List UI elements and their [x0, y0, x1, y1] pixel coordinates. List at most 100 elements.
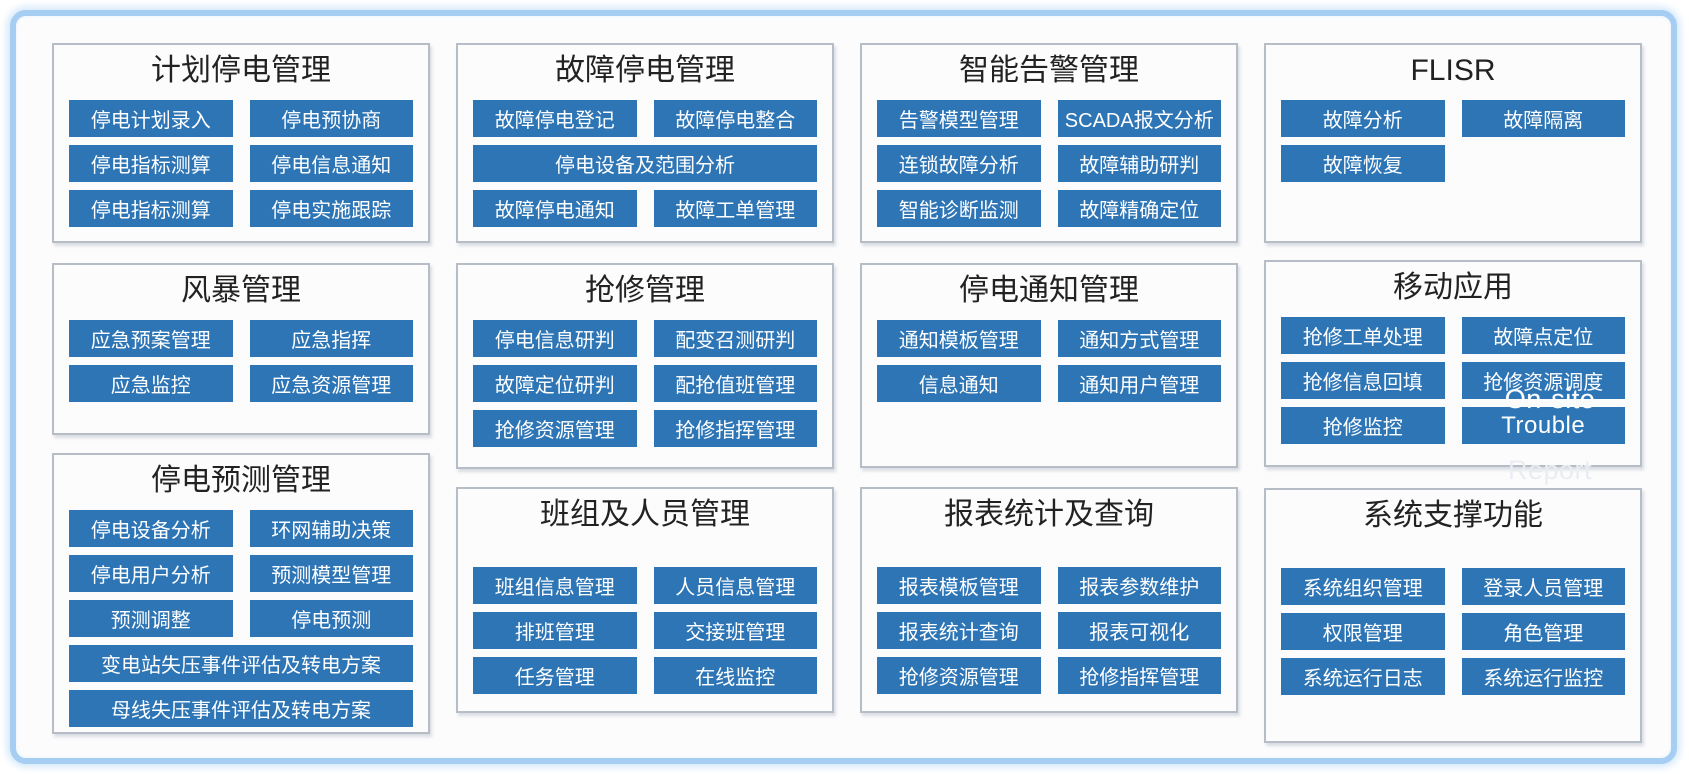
module-button[interactable]: 故障精确定位 — [1057, 190, 1221, 227]
module-button[interactable]: 故障定位研判 — [473, 365, 637, 402]
module-button[interactable]: 故障点定位 — [1461, 317, 1625, 354]
module-button[interactable]: 故障停电登记 — [473, 100, 637, 137]
module-button[interactable]: 抢修指挥管理 — [653, 410, 817, 447]
module-button[interactable]: 抢修监控 — [1281, 407, 1445, 444]
module-button[interactable]: 应急监控 — [69, 365, 233, 402]
module-button[interactable]: 报表可视化 — [1057, 612, 1221, 649]
module-button[interactable]: 报表统计查询 — [877, 612, 1041, 649]
module-button[interactable]: 预测模型管理 — [249, 555, 413, 592]
module-button[interactable]: SCADA报文分析 — [1057, 100, 1221, 137]
panel-title: 抢修管理 — [585, 274, 705, 307]
column-1: 计划停电管理 停电计划录入 停电预协商 停电指标测算 停电信息通知 停电指标测算… — [52, 43, 430, 734]
module-button[interactable]: 排班管理 — [473, 612, 637, 649]
button-group: 故障分析 故障隔离 故障恢复 — [1266, 100, 1640, 182]
panel-title: 停电通知管理 — [959, 274, 1139, 307]
module-button[interactable]: 停电设备及范围分析 — [473, 145, 817, 182]
module-button[interactable]: 应急资源管理 — [249, 365, 413, 402]
module-button[interactable]: 停电预测 — [249, 600, 413, 637]
module-button[interactable]: 人员信息管理 — [653, 567, 817, 604]
panel-fault-outage-mgmt: 故障停电管理 故障停电登记 故障停电整合 停电设备及范围分析 故障停电通知 故障… — [456, 43, 834, 243]
module-button[interactable]: 报表模板管理 — [877, 567, 1041, 604]
button-group: 停电信息研判 配变召测研判 故障定位研判 配抢值班管理 抢修资源管理 抢修指挥管… — [458, 320, 832, 447]
module-button[interactable]: 抢修资源调度 — [1461, 362, 1625, 399]
module-button[interactable]: 抢修信息回填 — [1281, 362, 1445, 399]
panel-title: 移动应用 — [1393, 271, 1513, 304]
module-button[interactable]: 系统运行监控 — [1461, 658, 1625, 695]
module-button[interactable]: 故障辅助研判 — [1057, 145, 1221, 182]
module-button[interactable]: 抢修资源管理 — [877, 657, 1041, 694]
module-button[interactable]: 停电指标测算 — [69, 190, 233, 227]
module-button[interactable]: 停电信息研判 — [473, 320, 637, 357]
panel-title: 报表统计及查询 — [944, 498, 1154, 531]
module-button[interactable]: 系统组织管理 — [1281, 568, 1445, 605]
panel-smart-alarm-mgmt: 智能告警管理 告警模型管理 SCADA报文分析 连锁故障分析 故障辅助研判 智能… — [860, 43, 1238, 243]
module-button[interactable]: 通知用户管理 — [1057, 365, 1221, 402]
module-button[interactable]: 故障停电整合 — [653, 100, 817, 137]
button-group: 抢修工单处理 故障点定位 抢修信息回填 抢修资源调度 抢修监控 Trouble — [1266, 317, 1640, 444]
module-button[interactable]: 停电用户分析 — [69, 555, 233, 592]
module-button[interactable]: 预测调整 — [69, 600, 233, 637]
button-group: 班组信息管理 人员信息管理 排班管理 交接班管理 任务管理 在线监控 — [458, 567, 832, 694]
module-button[interactable]: 班组信息管理 — [473, 567, 637, 604]
panel-title: 风暴管理 — [181, 274, 301, 307]
module-button[interactable]: 故障停电通知 — [473, 190, 637, 227]
panel-title: FLISR — [1410, 54, 1496, 87]
module-button[interactable]: 故障恢复 — [1281, 145, 1445, 182]
panel-team-personnel-mgmt: 班组及人员管理 班组信息管理 人员信息管理 排班管理 交接班管理 任务管理 在线… — [456, 487, 834, 713]
panel-title: 故障停电管理 — [555, 54, 735, 87]
module-button[interactable]: 停电实施跟踪 — [249, 190, 413, 227]
module-button[interactable]: 角色管理 — [1461, 613, 1625, 650]
module-button[interactable]: 告警模型管理 — [877, 100, 1041, 137]
module-button[interactable]: 抢修资源管理 — [473, 410, 637, 447]
module-button[interactable]: 故障分析 — [1281, 100, 1445, 137]
module-button[interactable]: 停电指标测算 — [69, 145, 233, 182]
panel-title: 班组及人员管理 — [540, 498, 750, 531]
module-button[interactable]: 登录人员管理 — [1461, 568, 1625, 605]
module-button[interactable]: 应急指挥 — [249, 320, 413, 357]
module-button[interactable]: 配变召测研判 — [653, 320, 817, 357]
panel-repair-mgmt: 抢修管理 停电信息研判 配变召测研判 故障定位研判 配抢值班管理 抢修资源管理 … — [456, 263, 834, 469]
module-button[interactable]: 停电计划录入 — [69, 100, 233, 137]
panel-planned-outage-mgmt: 计划停电管理 停电计划录入 停电预协商 停电指标测算 停电信息通知 停电指标测算… — [52, 43, 430, 243]
module-button[interactable]: 母线失压事件评估及转电方案 — [69, 690, 413, 727]
panel-title: 系统支撑功能 — [1363, 499, 1543, 532]
button-group: 通知模板管理 通知方式管理 信息通知 通知用户管理 — [862, 320, 1236, 402]
button-group: 停电计划录入 停电预协商 停电指标测算 停电信息通知 停电指标测算 停电实施跟踪 — [54, 100, 428, 227]
button-group: 停电设备分析 环网辅助决策 停电用户分析 预测模型管理 预测调整 停电预测 变电… — [54, 510, 428, 727]
module-button[interactable]: 系统运行日志 — [1281, 658, 1445, 695]
button-group: 应急预案管理 应急指挥 应急监控 应急资源管理 — [54, 320, 428, 402]
module-button[interactable]: 停电信息通知 — [249, 145, 413, 182]
module-button[interactable]: 任务管理 — [473, 657, 637, 694]
panel-mobile-app: 移动应用 抢修工单处理 故障点定位 抢修信息回填 抢修资源调度 抢修监控 Tro… — [1264, 260, 1642, 485]
panel-outage-forecast-mgmt: 停电预测管理 停电设备分析 环网辅助决策 停电用户分析 预测模型管理 预测调整 … — [52, 453, 430, 734]
panel-title: 停电预测管理 — [151, 464, 331, 497]
module-button[interactable]: 停电预协商 — [249, 100, 413, 137]
module-button[interactable]: 应急预案管理 — [69, 320, 233, 357]
module-button[interactable]: 抢修工单处理 — [1281, 317, 1445, 354]
module-button[interactable]: 报表参数维护 — [1057, 567, 1221, 604]
module-button[interactable]: 抢修指挥管理 — [1057, 657, 1221, 694]
panel-title: 计划停电管理 — [151, 54, 331, 87]
module-button[interactable]: 通知方式管理 — [1057, 320, 1221, 357]
module-button[interactable]: 环网辅助决策 — [249, 510, 413, 547]
module-button[interactable]: 智能诊断监测 — [877, 190, 1041, 227]
module-button[interactable]: 故障工单管理 — [653, 190, 817, 227]
module-button[interactable]: Trouble — [1461, 407, 1625, 444]
module-button[interactable]: 信息通知 — [877, 365, 1041, 402]
panel-title: 智能告警管理 — [959, 54, 1139, 87]
module-button[interactable]: 连锁故障分析 — [877, 145, 1041, 182]
button-group: 故障停电登记 故障停电整合 停电设备及范围分析 故障停电通知 故障工单管理 — [458, 100, 832, 227]
column-2: 故障停电管理 故障停电登记 故障停电整合 停电设备及范围分析 故障停电通知 故障… — [456, 43, 834, 713]
module-button[interactable]: 交接班管理 — [653, 612, 817, 649]
column-4: FLISR 故障分析 故障隔离 故障恢复 移动应用 抢修工单处理 故障点定位 抢… — [1264, 43, 1642, 743]
module-button[interactable]: 权限管理 — [1281, 613, 1445, 650]
module-button[interactable]: 变电站失压事件评估及转电方案 — [69, 645, 413, 682]
module-button[interactable]: 停电设备分析 — [69, 510, 233, 547]
panel-grid: 计划停电管理 停电计划录入 停电预协商 停电指标测算 停电信息通知 停电指标测算… — [52, 43, 1642, 743]
module-button[interactable]: 故障隔离 — [1461, 100, 1625, 137]
button-group: 报表模板管理 报表参数维护 报表统计查询 报表可视化 抢修资源管理 抢修指挥管理 — [862, 567, 1236, 694]
module-button[interactable]: 配抢值班管理 — [653, 365, 817, 402]
module-button[interactable]: 在线监控 — [653, 657, 817, 694]
module-button[interactable]: 通知模板管理 — [877, 320, 1041, 357]
